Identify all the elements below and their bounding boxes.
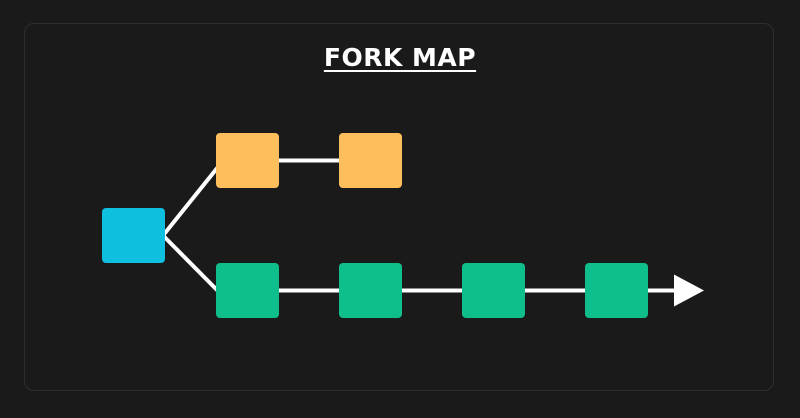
branch-node bbox=[216, 133, 279, 188]
connectors bbox=[161, 158, 704, 307]
mainline-fork-connector bbox=[161, 233, 220, 293]
diagram-card bbox=[24, 23, 774, 391]
mainline-node bbox=[216, 263, 279, 318]
branch-fork-connector bbox=[161, 165, 220, 238]
mainline-node bbox=[585, 263, 648, 318]
branch-node bbox=[339, 133, 402, 188]
mainline-node bbox=[462, 263, 525, 318]
nodes bbox=[102, 133, 648, 318]
arrow-head-icon bbox=[674, 274, 704, 307]
mainline-node bbox=[339, 263, 402, 318]
page-title: FORK MAP bbox=[323, 43, 477, 72]
root-node bbox=[102, 208, 165, 263]
